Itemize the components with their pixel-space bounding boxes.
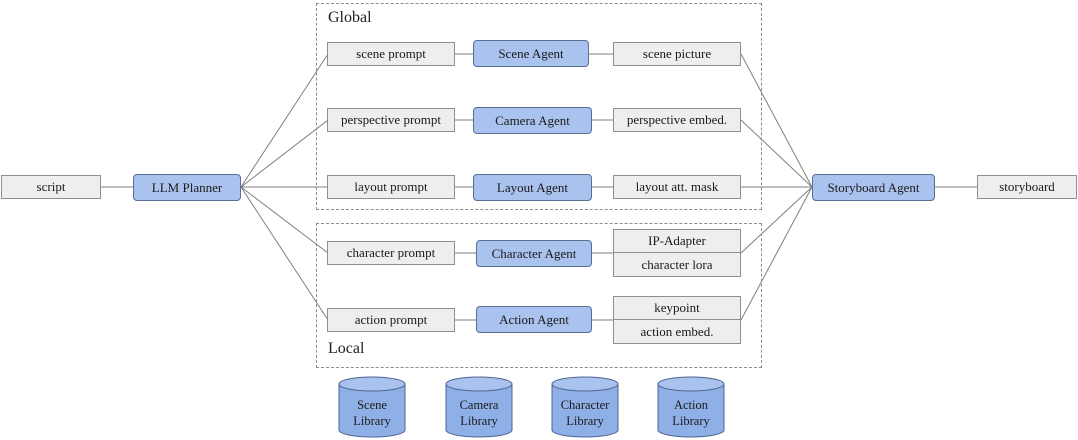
- action-library-line1: Action: [673, 398, 709, 412]
- database-icon: [445, 376, 513, 438]
- action-library-cylinder: Action Library: [657, 376, 725, 438]
- character-library-cylinder: Character Library: [551, 376, 619, 438]
- local-group: [316, 223, 762, 368]
- action-library-line2: Library: [672, 414, 710, 428]
- character-prompt-node: character prompt: [327, 241, 455, 265]
- layout-prompt-node: layout prompt: [327, 175, 455, 199]
- scene-library-line1: Scene: [357, 398, 387, 412]
- script-node: script: [1, 175, 101, 199]
- camera-library-line2: Library: [460, 414, 498, 428]
- action-output-stack: keypoint action embed.: [613, 296, 741, 344]
- character-output-stack: IP-Adapter character lora: [613, 229, 741, 277]
- keypoint-cell: keypoint: [614, 297, 740, 320]
- layout-att-mask-node: layout att. mask: [613, 175, 741, 199]
- action-agent-node: Action Agent: [476, 306, 592, 333]
- action-prompt-node: action prompt: [327, 308, 455, 332]
- database-icon: [551, 376, 619, 438]
- database-icon: [657, 376, 725, 438]
- local-group-label: Local: [328, 340, 365, 357]
- scene-library-line2: Library: [353, 414, 391, 428]
- character-library-line1: Character: [560, 398, 610, 412]
- llm-planner-node: LLM Planner: [133, 174, 241, 201]
- action-embed-cell: action embed.: [640, 323, 714, 339]
- ip-adapter-cell: IP-Adapter: [614, 230, 740, 253]
- character-library-line2: Library: [566, 414, 604, 428]
- camera-library-cylinder: Camera Library: [445, 376, 513, 438]
- scene-picture-node: scene picture: [613, 42, 741, 66]
- storyboard-agent-node: Storyboard Agent: [812, 174, 935, 201]
- camera-agent-node: Camera Agent: [473, 107, 592, 134]
- perspective-prompt-node: perspective prompt: [327, 108, 455, 132]
- global-group: [316, 3, 762, 210]
- layout-agent-node: Layout Agent: [473, 174, 592, 201]
- scene-agent-node: Scene Agent: [473, 40, 589, 67]
- storyboard-node: storyboard: [977, 175, 1077, 199]
- character-agent-node: Character Agent: [476, 240, 592, 267]
- camera-library-line1: Camera: [459, 398, 499, 412]
- perspective-embed-node: perspective embed.: [613, 108, 741, 132]
- database-icon: [338, 376, 406, 438]
- character-lora-cell: character lora: [641, 256, 713, 272]
- scene-prompt-node: scene prompt: [327, 42, 455, 66]
- global-group-label: Global: [328, 9, 372, 26]
- scene-library-cylinder: Scene Library: [338, 376, 406, 438]
